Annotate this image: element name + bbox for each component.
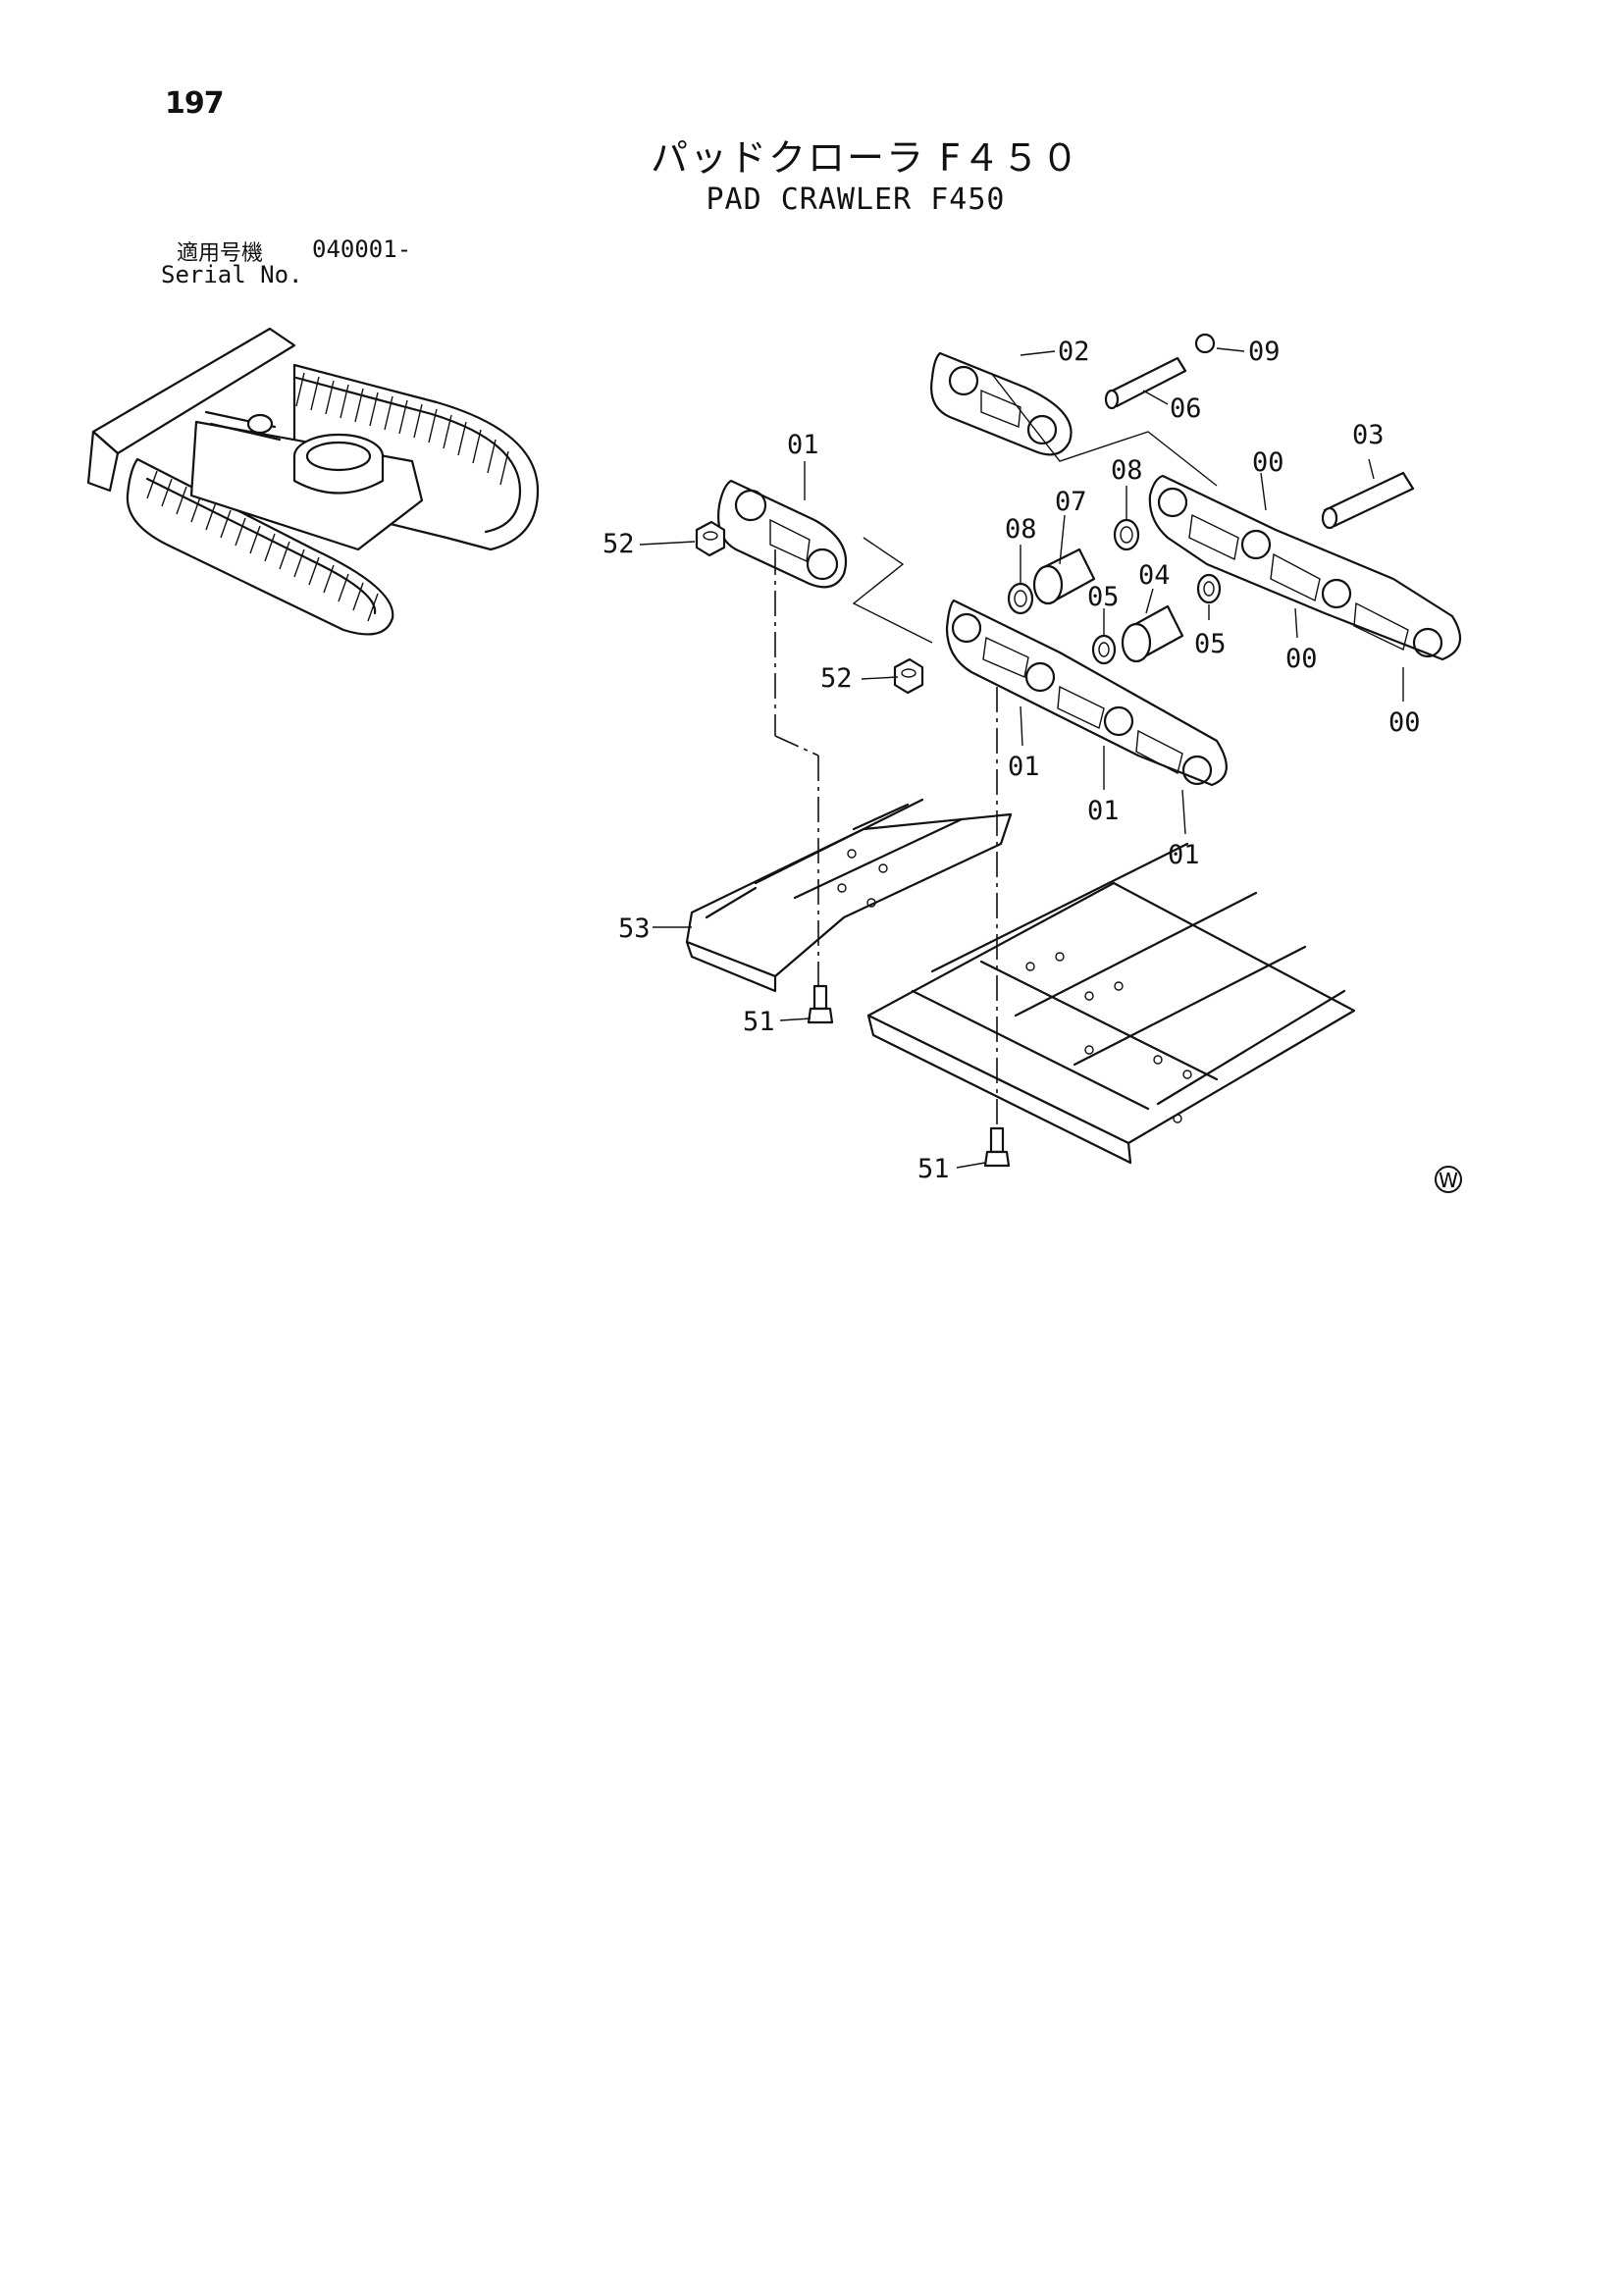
serial-label-jp: 適用号機 [177, 241, 264, 266]
callout-01-a: 01 [1008, 752, 1040, 782]
serial-value: 040001- [312, 235, 412, 263]
callout-05-mid: 05 [1087, 582, 1120, 612]
page-title-en: PAD CRAWLER F450 [706, 183, 1006, 217]
callout-08-left: 08 [1005, 514, 1037, 545]
watermark-stamp: W [1435, 1166, 1462, 1193]
page-number: 197 [165, 86, 225, 121]
page-title-jp: パッドクローラ F４５０ [651, 136, 1080, 180]
bushing-icon [1032, 548, 1184, 663]
callout-05-right: 05 [1194, 629, 1227, 659]
callout-03: 03 [1352, 420, 1385, 450]
excavator-illustration-icon [86, 327, 540, 636]
callout-07: 07 [1055, 487, 1087, 517]
callout-52-mid: 52 [820, 663, 853, 694]
nut-icon [695, 520, 924, 695]
callout-52-left: 52 [602, 529, 635, 559]
callout-09: 09 [1248, 337, 1281, 367]
callout-01-b: 01 [1087, 796, 1120, 826]
callout-00-top: 00 [1252, 447, 1284, 478]
callout-06: 06 [1170, 393, 1202, 424]
callout-00-mid: 00 [1285, 644, 1318, 674]
bolt-icon [807, 984, 1011, 1168]
callout-51-left: 51 [743, 1007, 775, 1037]
callout-02: 02 [1058, 337, 1090, 367]
pin-icon [1104, 333, 1415, 530]
callout-00-bottom: 00 [1388, 707, 1421, 738]
callout-51-right: 51 [917, 1154, 950, 1184]
callout-01-c: 01 [1168, 840, 1200, 870]
leader-lines [639, 347, 1404, 1169]
track-link-icon [717, 351, 1462, 787]
callout-53: 53 [618, 913, 651, 944]
callout-01-top: 01 [787, 430, 819, 460]
track-pad-icon [685, 798, 1356, 1165]
serial-label-en: Serial No. [161, 261, 303, 288]
watermark-letter: W [1439, 1169, 1458, 1192]
callout-04: 04 [1138, 560, 1171, 591]
callout-08-right: 08 [1111, 455, 1143, 486]
